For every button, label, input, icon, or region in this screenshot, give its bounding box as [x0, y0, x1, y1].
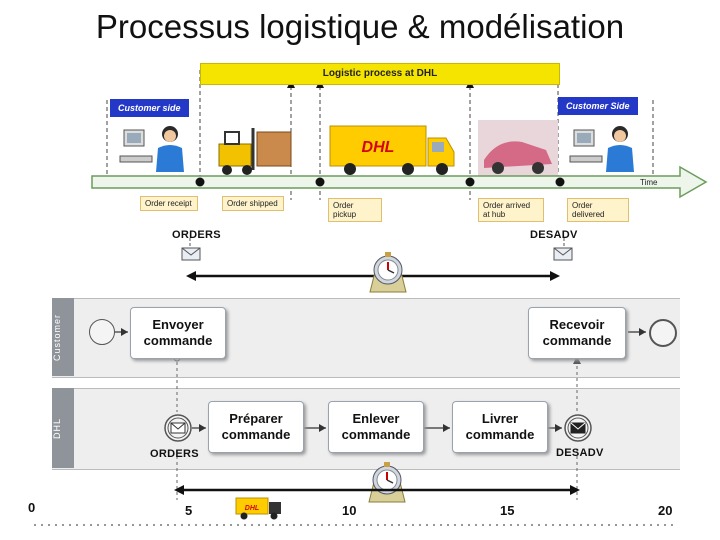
bpmn-orders-label: ORDERS	[150, 448, 199, 460]
end-event	[649, 319, 677, 347]
axis-tick-0: 0	[28, 500, 36, 515]
axis-tick-20: 20	[658, 503, 673, 518]
hub-vehicle-icon	[478, 120, 558, 178]
customer-computer-icon	[119, 126, 184, 172]
start-event	[89, 319, 115, 345]
customer-side-right-label: Customer Side	[558, 97, 638, 115]
customer-side-left-label: Customer side	[110, 99, 189, 117]
axis-tick-15: 15	[500, 503, 515, 518]
receiver-computer-icon	[569, 126, 634, 172]
top-desadv-label: DESADV	[530, 229, 578, 241]
svg-text:DHL: DHL	[362, 139, 395, 156]
milestone-order-shipped: Order shipped	[222, 196, 284, 211]
time-arrow	[91, 165, 708, 199]
forklift-icon	[218, 128, 292, 175]
page-title: Processus logistique & modélisation	[95, 8, 625, 45]
desadv-message-event	[564, 414, 592, 442]
time-axis-label: Time	[640, 178, 658, 187]
axis-tick-10: 10	[342, 503, 357, 518]
task-prepare-order: Préparer commande	[208, 401, 304, 453]
milestone-order-arrived-hub: Order arrived at hub	[478, 198, 544, 222]
dhl-process-banner: Logistic process at DHL	[200, 63, 560, 85]
bpmn-desadv-label: DESADV	[556, 447, 604, 459]
top-duration-arrow	[181, 238, 573, 281]
milestone-order-pickup: Order pickup	[328, 198, 382, 222]
bpmn-connectors	[114, 328, 646, 500]
axis-tick-5: 5	[185, 503, 193, 518]
milestone-order-delivered: Order delivered	[567, 198, 629, 222]
task-receive-order: Recevoir commande	[528, 307, 626, 359]
time-axis	[34, 524, 676, 526]
task-pickup-order: Enlever commande	[328, 401, 424, 453]
bottom-duration-arrow	[174, 485, 580, 495]
task-send-order: Envoyer commande	[130, 307, 226, 359]
orders-message-event	[164, 414, 192, 442]
stopwatch-icon	[369, 252, 407, 293]
milestone-order-receipt: Order receipt	[140, 196, 198, 211]
dhl-truck-icon: DHL	[329, 125, 455, 175]
svg-text:DHL: DHL	[245, 505, 259, 512]
task-deliver-order: Livrer commande	[452, 401, 548, 453]
dhl-truck-small-icon: DHL	[235, 497, 281, 520]
logistic-illustration: Logistic process at DHL Customer side Cu…	[91, 63, 708, 293]
top-orders-label: ORDERS	[172, 229, 221, 241]
